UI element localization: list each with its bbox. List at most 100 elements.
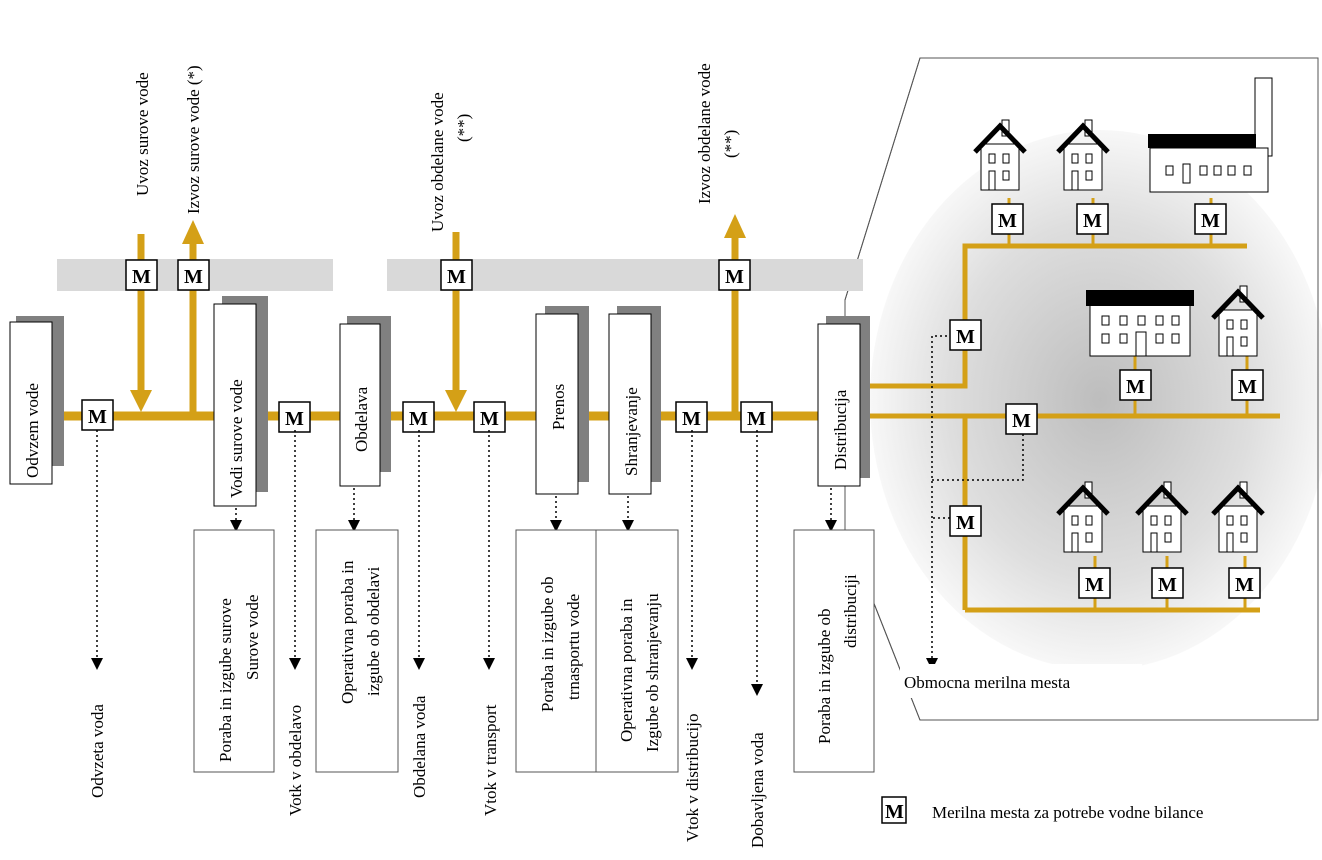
meter-17: M (1119, 369, 1152, 401)
stage-box-distribucija: Distribucija (817, 316, 870, 487)
meter-4: M (278, 401, 311, 433)
label-uvoz-surove-vode: Uvoz surove vode (133, 72, 152, 196)
label-izvoz-obdelane-note: (**) (721, 130, 740, 158)
meter-symbol: M (409, 408, 428, 430)
meter-14: M (991, 203, 1024, 235)
stage-box-obdelava: Obdelava (339, 316, 391, 487)
meter-13: M (949, 505, 982, 537)
house-2 (1056, 119, 1110, 191)
meter-15: M (1076, 203, 1109, 235)
meter-symbol: M (682, 408, 701, 430)
meter-19: M (1078, 567, 1111, 599)
stage-box-prenos: Prenos (535, 306, 589, 495)
stage-label-odvzem: Odvzem vode (23, 383, 42, 478)
stage-label-shranjevanje: Shranjevanje (622, 387, 641, 476)
meter-symbol: M (998, 210, 1017, 232)
meter-6: M (473, 401, 506, 433)
meter-symbol: M (956, 326, 975, 348)
meter-1: M (125, 259, 158, 291)
loss-distribucija-line2: distribuciji (841, 574, 860, 648)
meter-symbol: M (1083, 210, 1102, 232)
meter-symbol: M (956, 512, 975, 534)
house-1 (973, 119, 1027, 191)
meter-20: M (1151, 567, 1184, 599)
house-3 (1211, 285, 1265, 357)
loss-distribucija-line1: Poraba in izgube ob (815, 609, 834, 745)
meter-symbol: M (447, 266, 466, 288)
meter-3: M (81, 399, 114, 431)
meter-21: M (1228, 567, 1261, 599)
stage-label-distribucija: Distribucija (831, 389, 850, 470)
bottom-labels: Odvzeta voda Votk v obdelavo Obdelana vo… (88, 695, 767, 848)
label-uvoz-obdelane-note: (**) (454, 114, 473, 142)
loss-surove-line2: Surove vode (243, 595, 262, 680)
house-6 (1211, 481, 1265, 553)
meter-9: M (440, 259, 473, 291)
label-izvoz-surove-vode: Izvoz surove vode (*) (184, 65, 203, 214)
zone-meter-label: Obmocna merilna mesta (904, 673, 1071, 692)
stage-box-odvzem: Odvzem vode (9, 316, 64, 485)
stage-label-vodi-surove: Vodi surove vode (227, 379, 246, 498)
loss-obdelava-line1: Operativna poraba in (338, 560, 357, 704)
label-dobavljena-voda: Dobavljena voda (748, 732, 767, 848)
house-5 (1135, 481, 1189, 553)
label-votk-v-obdelavo: Votk v obdelavo (286, 705, 305, 816)
label-vtok-v-transport: Vtok v transport (481, 704, 500, 816)
meter-symbol: M (725, 266, 744, 288)
meter-symbol: M (88, 406, 107, 428)
meter-18: M (1231, 369, 1264, 401)
zone-label-box (900, 664, 1142, 698)
stage-label-prenos: Prenos (549, 384, 568, 430)
meters: M M M M M M M M M M M M M M M M M M M M M (81, 203, 1264, 599)
label-obdelana-voda: Obdelana voda (410, 695, 429, 798)
meter-8: M (740, 401, 773, 433)
label-odvzeta-voda: Odvzeta voda (88, 704, 107, 798)
loss-box-obdelava: Operativna poraba in izgube ob obdelavi (315, 529, 399, 773)
meter-symbol: M (480, 408, 499, 430)
meter-symbol: M (1085, 574, 1104, 596)
meter-symbol: M (1238, 376, 1257, 398)
loss-obdelava-line2: izgube ob obdelavi (364, 566, 383, 696)
meter-2: M (177, 259, 210, 291)
legend-text: Merilna mesta za potrebe vodne bilance (932, 803, 1203, 822)
meter-10: M (718, 259, 751, 291)
stage-label-obdelava: Obdelava (352, 386, 371, 452)
top-labels: Uvoz surove vode Izvoz surove vode (*) U… (133, 63, 740, 232)
dotted-arrows (91, 335, 1024, 696)
legend: M Merilna mesta za potrebe vodne bilance (881, 796, 1203, 824)
label-izvoz-obdelane-vode: Izvoz obdelane vode (695, 63, 714, 204)
loss-box-prenos: Poraba in izgube ob trnasportu vode (515, 529, 599, 773)
meter-symbol: M (184, 266, 203, 288)
house-4 (1056, 481, 1110, 553)
apartment-building (1086, 290, 1194, 357)
meter-symbol: M (747, 408, 766, 430)
meter-7: M (675, 401, 708, 433)
loss-box-surove: Poraba in izgube surove Surove vode (193, 529, 275, 773)
loss-surove-line1: Poraba in izgube surove (216, 598, 235, 762)
loss-box-distribucija: Poraba in izgube ob distribuciji (793, 529, 875, 773)
legend-meter-icon (881, 796, 907, 824)
loss-prenos-line2: trnasportu vode (564, 594, 583, 700)
meter-symbol: M (285, 408, 304, 430)
meter-11: M (949, 319, 982, 351)
meter-symbol: M (1235, 574, 1254, 596)
meter-symbol: M (1012, 410, 1031, 432)
loss-shranjevanje-line2: Izgube ob shranjevanju (643, 593, 662, 752)
loss-shranjevanje-line1: Operativna poraba in (617, 598, 636, 742)
stage-box-shranjevanje: Shranjevanje (608, 306, 661, 495)
loss-prenos-line1: Poraba in izgube ob (538, 577, 557, 713)
legend-meter-symbol: M (885, 801, 904, 823)
label-uvoz-obdelane-vode: Uvoz obdelane vode (428, 92, 447, 232)
loss-box-shranjevanje: Operativna poraba in Izgube ob shranjeva… (595, 529, 679, 773)
buildings (973, 77, 1273, 553)
label-vtok-v-distribucijo: Vtok v distribucijo (683, 714, 702, 842)
meter-5: M (402, 401, 435, 433)
meter-16: M (1194, 203, 1227, 235)
meter-symbol: M (132, 266, 151, 288)
meter-symbol: M (1201, 210, 1220, 232)
meter-12: M (1005, 403, 1038, 435)
meter-symbol: M (1158, 574, 1177, 596)
stage-box-vodi-surove: Vodi surove vode (213, 296, 268, 507)
meter-symbol: M (1126, 376, 1145, 398)
